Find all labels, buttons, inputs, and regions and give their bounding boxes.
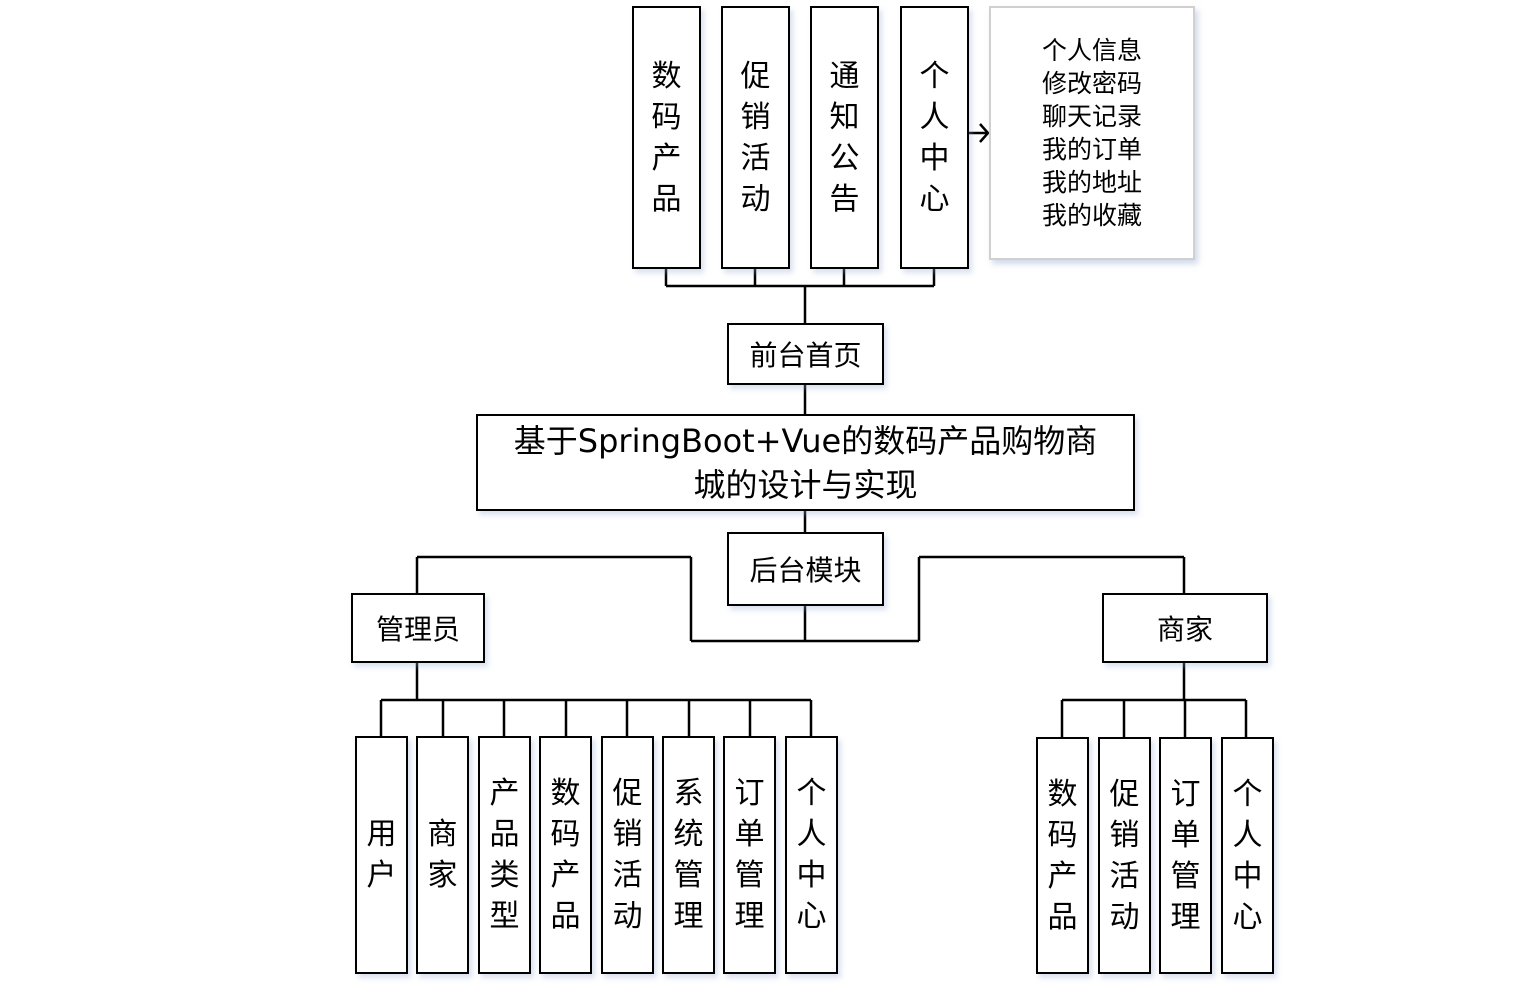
detail-item: 聊天记录: [1041, 102, 1142, 131]
detail-item: 修改密码: [1041, 69, 1142, 98]
admin-connector: [379, 662, 813, 736]
module-label: 促销活动: [1109, 776, 1140, 935]
detail-item: 我的订单: [1041, 135, 1142, 164]
admin-module-box: 产品类型: [478, 736, 531, 974]
frontend-module-box: 数码产品: [632, 6, 701, 269]
admin-module-box: 数码产品: [539, 736, 592, 974]
detail-item: 我的收藏: [1041, 201, 1142, 230]
personal-center-detail-box: 个人信息 修改密码 聊天记录 我的订单 我的地址 我的收藏: [989, 6, 1195, 260]
arrow-icon: [968, 123, 990, 143]
module-label: 数码产品: [550, 776, 581, 934]
module-label: 个人中心: [1232, 776, 1263, 935]
system-title-box: 基于SpringBoot+Vue的数码产品购物商 城的设计与实现: [476, 414, 1135, 511]
frontend-module-box: 促销活动: [721, 6, 790, 269]
admin-module-box: 促销活动: [601, 736, 654, 974]
merchant-label: 商家: [1156, 613, 1213, 646]
module-label: 用户: [366, 817, 397, 893]
module-label: 商家: [427, 817, 458, 893]
admin-label: 管理员: [375, 613, 460, 646]
frontend-connector: [664, 268, 936, 323]
module-label: 个人中心: [919, 58, 950, 217]
frontend-module-box: 通知公告: [810, 6, 879, 269]
frontend-module-box: 个人中心: [900, 6, 969, 269]
detail-item: 我的地址: [1041, 168, 1142, 197]
module-label: 系统管理: [673, 776, 704, 934]
module-label: 数码产品: [1047, 776, 1078, 935]
module-label: 促销活动: [612, 776, 643, 934]
module-label: 个人中心: [796, 776, 827, 934]
module-label: 产品类型: [489, 776, 520, 934]
merchant-module-box: 促销活动: [1098, 737, 1151, 974]
detail-item: 个人信息: [1041, 36, 1142, 65]
backend-box: 后台模块: [727, 532, 884, 606]
frontend-home-label: 前台首页: [749, 339, 862, 372]
module-label: 促销活动: [740, 58, 771, 217]
admin-module-box: 个人中心: [785, 736, 838, 974]
frontend-home-box: 前台首页: [727, 323, 884, 385]
merchant-connector: [1060, 662, 1248, 737]
admin-module-box: 用户: [355, 736, 408, 974]
module-label: 订单管理: [734, 776, 765, 934]
merchant-module-box: 数码产品: [1036, 737, 1089, 974]
module-label: 数码产品: [651, 58, 682, 217]
admin-module-box: 订单管理: [723, 736, 776, 974]
merchant-box: 商家: [1102, 593, 1268, 663]
backend-label: 后台模块: [749, 554, 862, 587]
module-label: 通知公告: [829, 58, 860, 217]
admin-module-box: 系统管理: [662, 736, 715, 974]
merchant-module-box: 个人中心: [1221, 737, 1274, 974]
admin-module-box: 商家: [416, 736, 469, 974]
backend-connector: [415, 555, 1186, 643]
admin-box: 管理员: [351, 593, 485, 663]
merchant-module-box: 订单管理: [1159, 737, 1212, 974]
title-line-1: 基于SpringBoot+Vue的数码产品购物商: [513, 421, 1098, 460]
title-line-2: 城的设计与实现: [693, 465, 918, 504]
module-label: 订单管理: [1170, 776, 1201, 935]
